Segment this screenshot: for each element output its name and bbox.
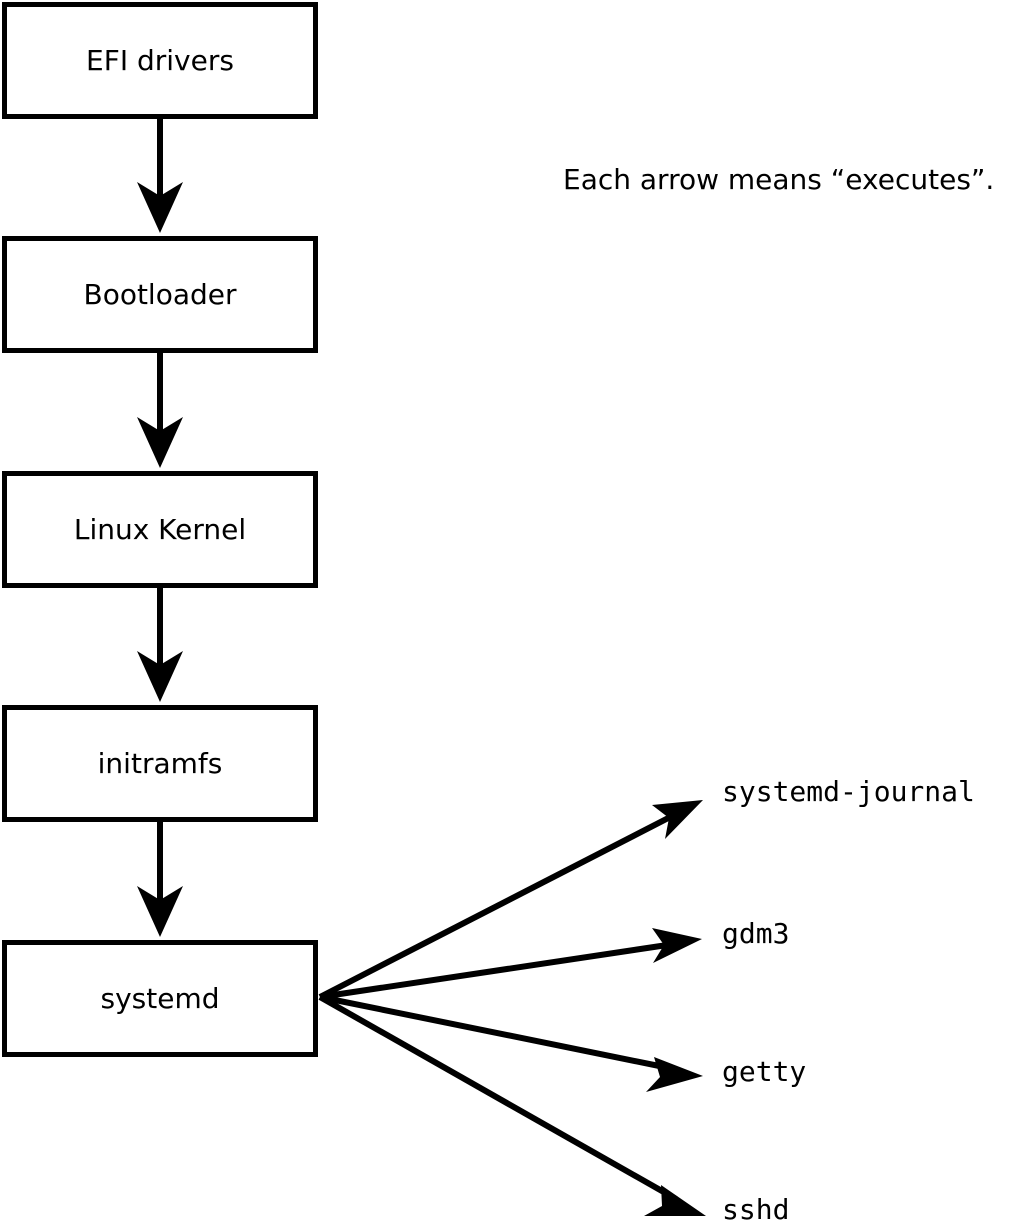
vertical-arrow-initramfs-to-systemd <box>137 822 183 937</box>
stage-label-efi-drivers: EFI drivers <box>86 43 234 77</box>
stage-box-efi-drivers[interactable]: EFI drivers <box>2 2 318 119</box>
stage-box-systemd[interactable]: systemd <box>2 940 318 1057</box>
vertical-arrow-bootloader-to-linux-kernel <box>137 353 183 468</box>
diagram-caption: Each arrow means “executes”. <box>563 163 995 196</box>
service-label-sshd[interactable]: sshd <box>722 1193 790 1226</box>
fan-arrow-systemd-to-getty <box>319 994 703 1092</box>
stage-box-linux-kernel[interactable]: Linux Kernel <box>2 471 318 588</box>
service-label-gdm3[interactable]: gdm3 <box>722 917 790 950</box>
vertical-arrow-efi-drivers-to-bootloader <box>137 119 183 233</box>
service-label-getty[interactable]: getty <box>722 1055 807 1088</box>
stage-box-initramfs[interactable]: initramfs <box>2 705 318 822</box>
fan-arrow-systemd-to-systemd-journal <box>318 800 703 1000</box>
service-label-systemd-journal[interactable]: systemd-journal <box>722 775 975 808</box>
stage-label-bootloader: Bootloader <box>83 277 237 311</box>
stage-label-systemd: systemd <box>100 981 220 1015</box>
stage-label-linux-kernel: Linux Kernel <box>73 512 247 546</box>
stage-box-bootloader[interactable]: Bootloader <box>2 236 318 353</box>
fan-arrow-systemd-to-gdm3 <box>319 928 702 1000</box>
fan-arrow-systemd-to-sshd <box>318 994 706 1216</box>
vertical-arrow-linux-kernel-to-initramfs <box>137 588 183 702</box>
stage-label-initramfs: initramfs <box>97 746 223 780</box>
